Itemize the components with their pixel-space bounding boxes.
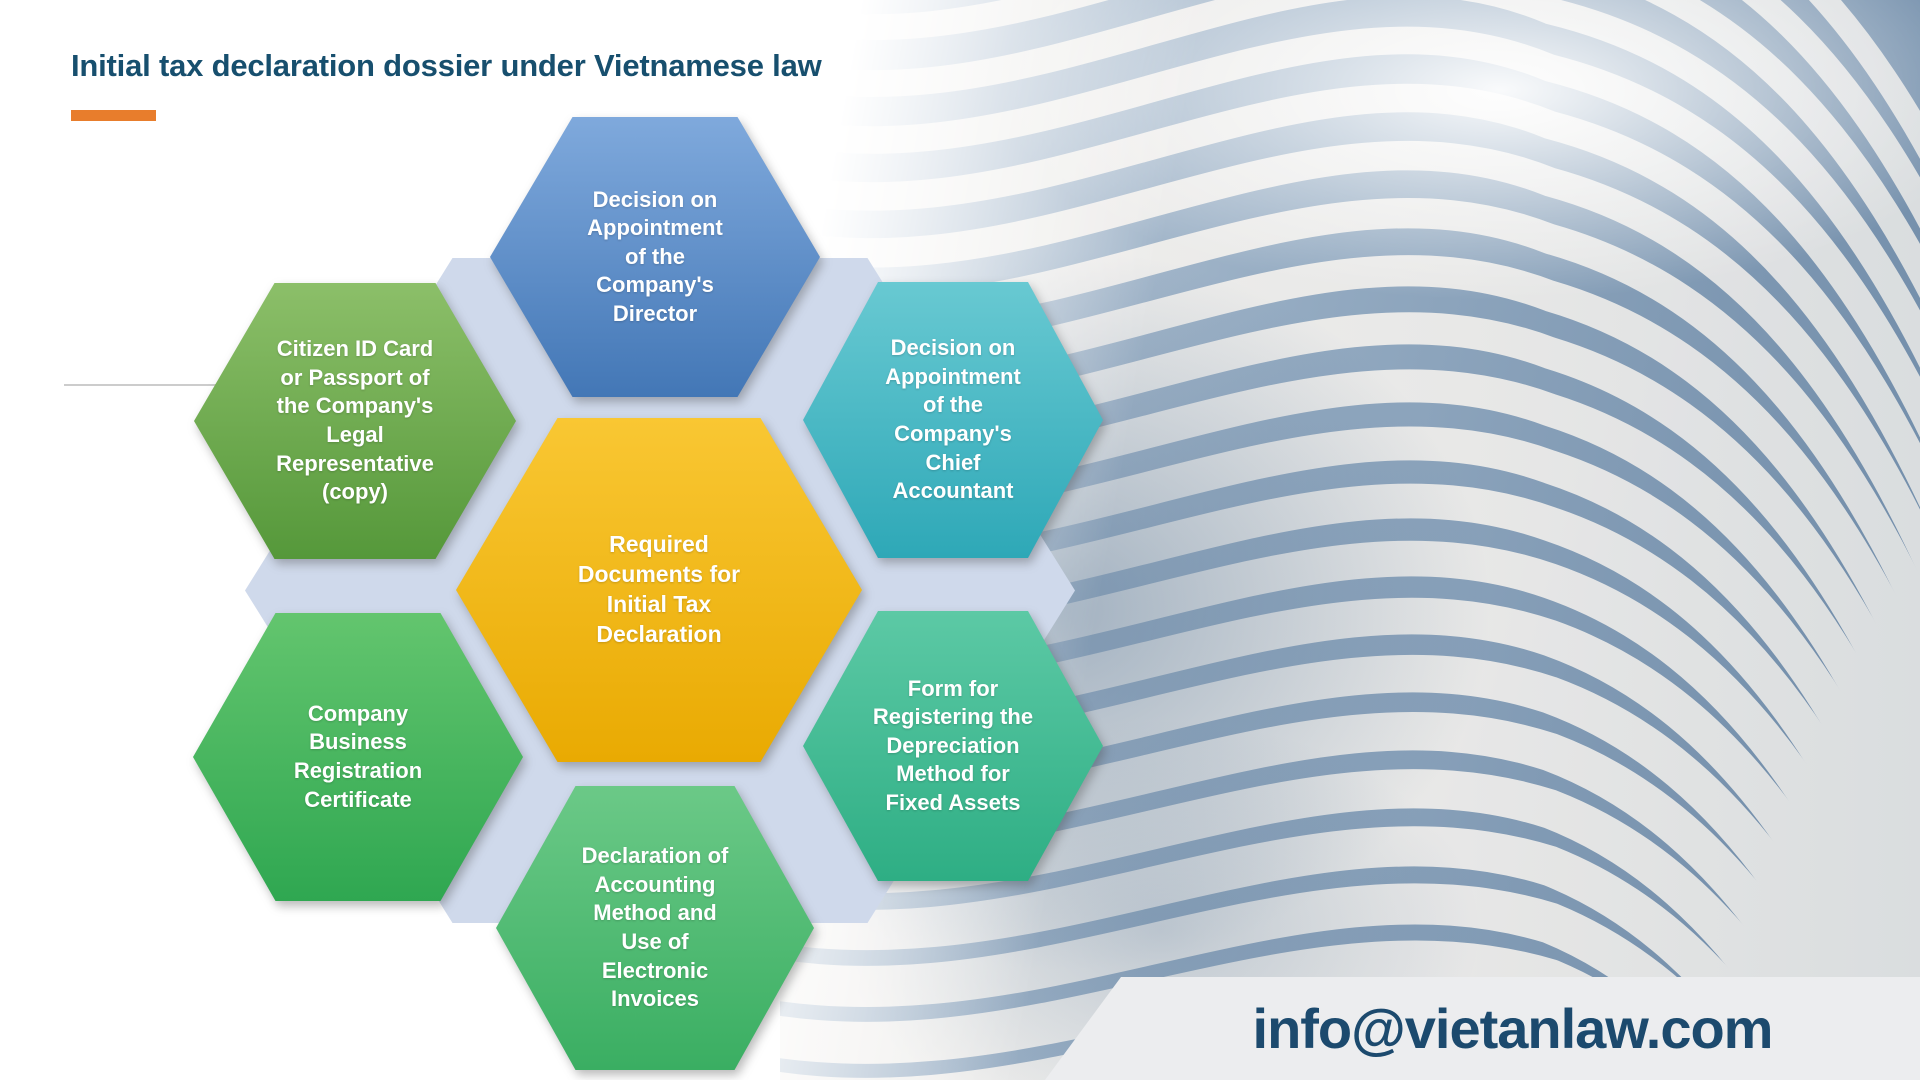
hexagon-shape: Citizen ID Card or Passport of the Compa… <box>194 283 516 559</box>
hexagon-label: Company Business Registration Certificat… <box>293 700 423 812</box>
footer-email: info@vietanlaw.com <box>1252 997 1774 1060</box>
hexagon-citizen-id-passport: Citizen ID Card or Passport of the Compa… <box>194 283 516 559</box>
hexagon-label: Decision on Appointment of the Company's… <box>587 186 723 326</box>
hexagon-shape: Required Documents for Initial Tax Decla… <box>456 418 862 762</box>
hexagon-label: Citizen ID Card or Passport of the Compa… <box>276 336 434 505</box>
hexagon-shape: Form for Registering the Depreciation Me… <box>803 611 1103 881</box>
hexagon-shape: Company Business Registration Certificat… <box>193 613 523 901</box>
hexagon-shape: Decision on Appointment of the Company's… <box>803 282 1103 558</box>
page-title: Initial tax declaration dossier under Vi… <box>71 48 822 83</box>
hexagon-shape: Decision on Appointment of the Company's… <box>490 117 820 397</box>
hexagon-chief-accountant-appointment: Decision on Appointment of the Company's… <box>803 282 1103 558</box>
hexagon-required-documents: Required Documents for Initial Tax Decla… <box>456 418 862 762</box>
hexagon-depreciation-method-form: Form for Registering the Depreciation Me… <box>803 611 1103 881</box>
hexagon-accounting-method-declaration: Declaration of Accounting Method and Use… <box>496 786 814 1070</box>
hexagon-business-registration-certificate: Company Business Registration Certificat… <box>193 613 523 901</box>
hexagon-label: Form for Registering the Depreciation Me… <box>872 675 1034 815</box>
hexagon-director-appointment: Decision on Appointment of the Company's… <box>490 117 820 397</box>
hexagon-label: Decision on Appointment of the Company's… <box>885 335 1021 504</box>
hexagon-shape: Declaration of Accounting Method and Use… <box>496 786 814 1070</box>
title-accent-bar <box>71 110 156 121</box>
footer-band: info@vietanlaw.com <box>1045 977 1920 1080</box>
hexagon-label: Declaration of Accounting Method and Use… <box>581 843 729 1012</box>
hexagon-label: Required Documents for Initial Tax Decla… <box>577 531 741 647</box>
